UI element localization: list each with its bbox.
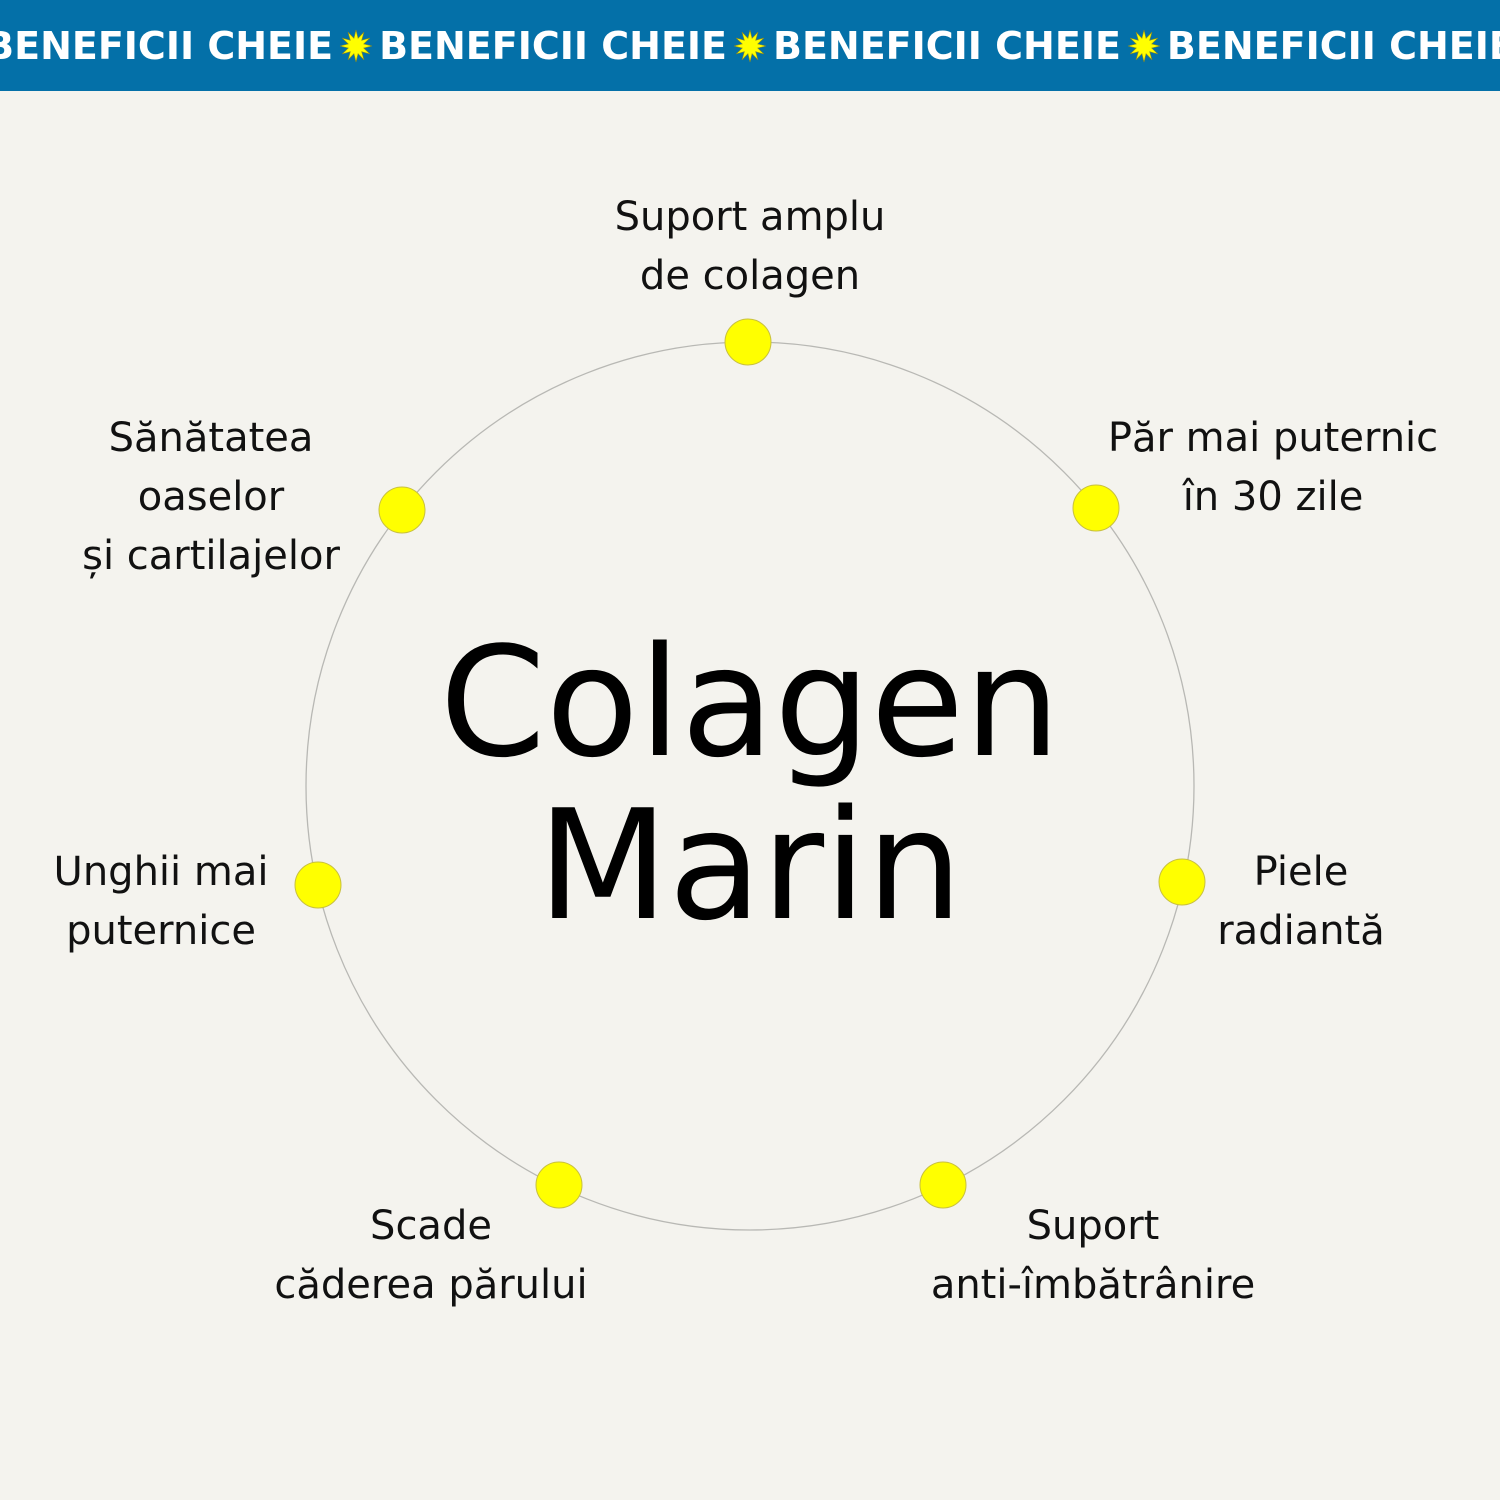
benefit-dot [378,486,426,534]
banner-text: BENEFICII CHEIE [773,23,1121,68]
benefit-dot [294,861,342,909]
title-line2: Marin [537,777,963,954]
benefit-dot [919,1161,967,1209]
label-line: și cartilajelor [82,533,340,579]
label-line: anti-îmbătrânire [930,1262,1256,1308]
banner: BENEFICII CHEIE BENEFICII CHEIE BENEFICI… [0,0,1500,91]
benefit-label: Păr mai puternic în 30 zile [1108,409,1438,527]
benefit-dot [1158,858,1206,906]
banner-text: BENEFICII CHEIE [0,23,334,68]
label-line: Sănătatea [108,415,314,461]
label-line: Unghii mai [53,849,269,895]
title-line1: Colagen [439,614,1061,791]
benefit-label: Sănătatea oaselor și cartilajelor [82,409,340,586]
label-line: oaselor [137,474,285,520]
benefit-label: Unghii mai puternice [54,843,269,961]
sunburst-star-icon [733,29,767,62]
benefit-dot [535,1161,583,1209]
label-line: puternice [66,908,256,954]
benefit-dot [724,318,772,366]
label-line: Scade [370,1203,492,1249]
label-line: căderea părului [274,1262,588,1308]
benefit-label: Suport amplu de colagen [615,188,886,306]
sunburst-star-icon [1127,29,1160,62]
benefit-label: Scade căderea părului [274,1197,587,1315]
sunburst-star-icon [340,29,373,62]
benefit-label: Piele radiantă [1217,843,1385,961]
label-line: Piele [1253,849,1349,895]
label-line: Păr mai puternic [1107,415,1439,461]
label-line: de colagen [639,253,861,299]
benefit-label: Suport anti-îmbătrânire [931,1197,1255,1315]
label-line: Suport [1026,1203,1160,1249]
banner-text: BENEFICII CHEIE [1166,23,1500,68]
label-line: în 30 zile [1182,474,1364,520]
banner-text: BENEFICII CHEIE [379,23,727,68]
benefit-dot [1072,484,1120,532]
label-line: Suport amplu [614,194,886,240]
label-line: radiantă [1217,908,1385,954]
